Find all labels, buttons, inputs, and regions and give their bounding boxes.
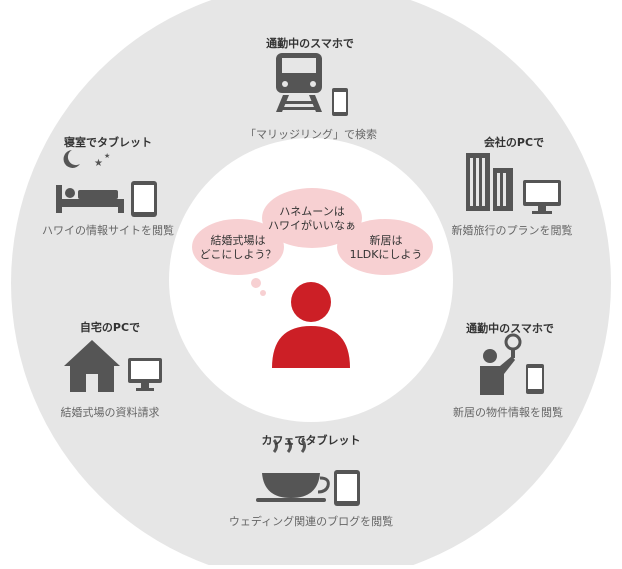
thought-dot-small [260, 290, 266, 296]
scene-title-bedroom-tablet: 寝室でタブレット [64, 136, 152, 149]
scene-desc-home-pc: 結婚式場の資料請求 [60, 406, 160, 419]
moon-icon [63, 150, 80, 168]
bubble-line: 1LDKにしよう [349, 248, 423, 261]
scene-desc-cafe-tablet: ウェディング関連のブログを閲覧 [228, 515, 394, 528]
thought-dot-large [251, 278, 261, 288]
scene-desc-office-pc: 新婚旅行のプランを閲覧 [451, 224, 573, 237]
standing-passenger-icon [480, 333, 522, 395]
star-icon: ★ [94, 158, 103, 169]
monitor-icon [523, 180, 561, 214]
scene-title-cafe-tablet: カフェでタブレット [261, 434, 361, 447]
monitor-icon [128, 358, 162, 391]
scene-title-home-pc: 自宅のPCで [79, 321, 141, 334]
scene-desc-bedroom-tablet: ハワイの情報サイトを閲覧 [42, 224, 174, 237]
bubble-line: 結婚式場は [210, 234, 266, 247]
smartphone-icon [526, 364, 544, 394]
bubble-line: 新居は [369, 234, 403, 247]
scene-title-commute-right: 通勤中のスマホで [466, 322, 554, 335]
smartphone-icon [332, 88, 348, 116]
bubble-text-honeymoon: ハネムーンは ハワイがいいなぁ [268, 205, 356, 233]
scene-title-office-pc: 会社のPCで [483, 136, 545, 149]
bubble-line: ハワイがいいなぁ [268, 219, 356, 232]
tablet-icon [131, 181, 157, 217]
office-building-icon [466, 153, 513, 211]
tablet-icon [334, 470, 360, 506]
center-circle [169, 138, 453, 422]
thought-bubble-venue [192, 219, 284, 275]
scene-desc-commute-right: 新居の物件情報を閲覧 [453, 406, 563, 419]
bubble-text-venue: 結婚式場は どこにしよう？ [200, 234, 277, 262]
house-icon [64, 340, 120, 392]
train-icon [276, 53, 322, 112]
star-icon: ★ [104, 152, 110, 160]
scene-desc-commute-top: 「マリッジリング」で検索 [245, 128, 377, 141]
person-icon [272, 282, 350, 368]
bubble-text-home: 新居は 1LDKにしよう [350, 234, 423, 262]
thought-bubble-home [337, 219, 433, 275]
bubble-line: ハネムーンは [279, 205, 345, 218]
thought-bubble-honeymoon [262, 188, 362, 248]
scene-title-commute-top: 通勤中のスマホで [266, 37, 354, 50]
thought-bubbles [192, 188, 433, 296]
bubble-line: どこにしよう？ [199, 248, 277, 261]
coffee-cup-icon [256, 439, 330, 502]
bed-icon: ★ ★ [56, 150, 124, 213]
